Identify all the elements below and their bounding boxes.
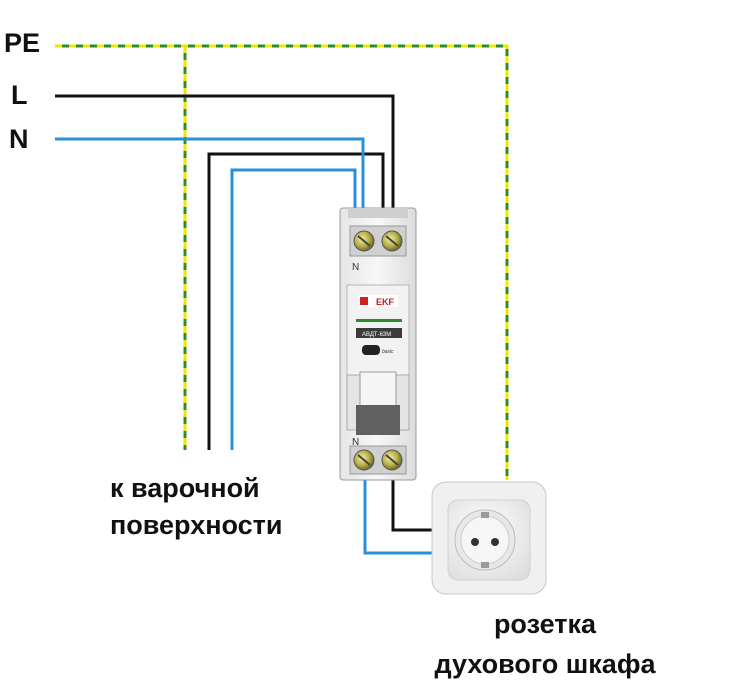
phase-wire bbox=[55, 94, 440, 532]
socket-label-line2: духового шкафа bbox=[434, 649, 656, 679]
socket-label: розетка духового шкафа bbox=[395, 604, 695, 684]
rcbo-breaker bbox=[339, 207, 417, 481]
breaker-labels: EKF АВДТ-63М basic N N bbox=[352, 262, 395, 448]
neutral-wire bbox=[55, 137, 440, 555]
n-label: N bbox=[9, 124, 29, 154]
cooktop-label-line1: к варочной bbox=[110, 473, 260, 503]
breaker-brand: EKF bbox=[376, 297, 395, 307]
pe-wire bbox=[55, 44, 509, 480]
pe-label: PE bbox=[4, 28, 41, 58]
socket-outlet bbox=[431, 481, 547, 595]
breaker-sub: basic bbox=[382, 349, 394, 355]
socket-label-line1: розетка bbox=[493, 609, 597, 639]
breaker-model: АВДТ-63М bbox=[362, 332, 391, 338]
terminal-top-n: N bbox=[352, 262, 359, 273]
cooktop-label: к варочной поверхности bbox=[110, 470, 283, 544]
terminal-bottom-n: N bbox=[352, 437, 359, 448]
cooktop-label-line2: поверхности bbox=[110, 510, 283, 540]
l-label: L bbox=[11, 80, 28, 110]
